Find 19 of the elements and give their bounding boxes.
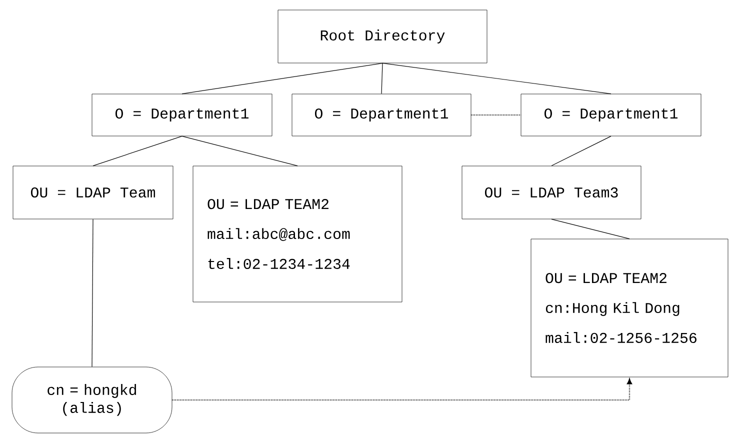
dotted-arrow bbox=[172, 378, 632, 401]
entry-box: OU = LDAP TEAM2 mail:abc@abc.com tel:02-1234-1234 bbox=[192, 166, 402, 302]
connector-line bbox=[382, 62, 612, 94]
connector-line bbox=[92, 218, 94, 368]
entry-box: OU = LDAP TEAM2 cn:Hong Kil Dong mail:02-1256-1256 bbox=[530, 238, 728, 378]
entry-box: O = Department1 bbox=[92, 94, 272, 136]
connector-line bbox=[182, 62, 383, 94]
entry-box: OU = LDAP Team3 bbox=[462, 166, 642, 220]
entry-box: OU = LDAP Team bbox=[12, 166, 174, 220]
connector-line bbox=[182, 136, 298, 166]
alias-box: cn = hongkd (alias) bbox=[12, 366, 172, 434]
entry-box: Root Directory bbox=[278, 10, 488, 64]
connector-line bbox=[381, 62, 383, 94]
dotted-connector bbox=[471, 114, 521, 116]
entry-box: O = Department1 bbox=[520, 94, 702, 136]
connector-line bbox=[92, 136, 182, 166]
connector-line bbox=[551, 136, 612, 166]
entry-box: O = Department1 bbox=[292, 94, 472, 136]
connector-line bbox=[551, 218, 630, 240]
